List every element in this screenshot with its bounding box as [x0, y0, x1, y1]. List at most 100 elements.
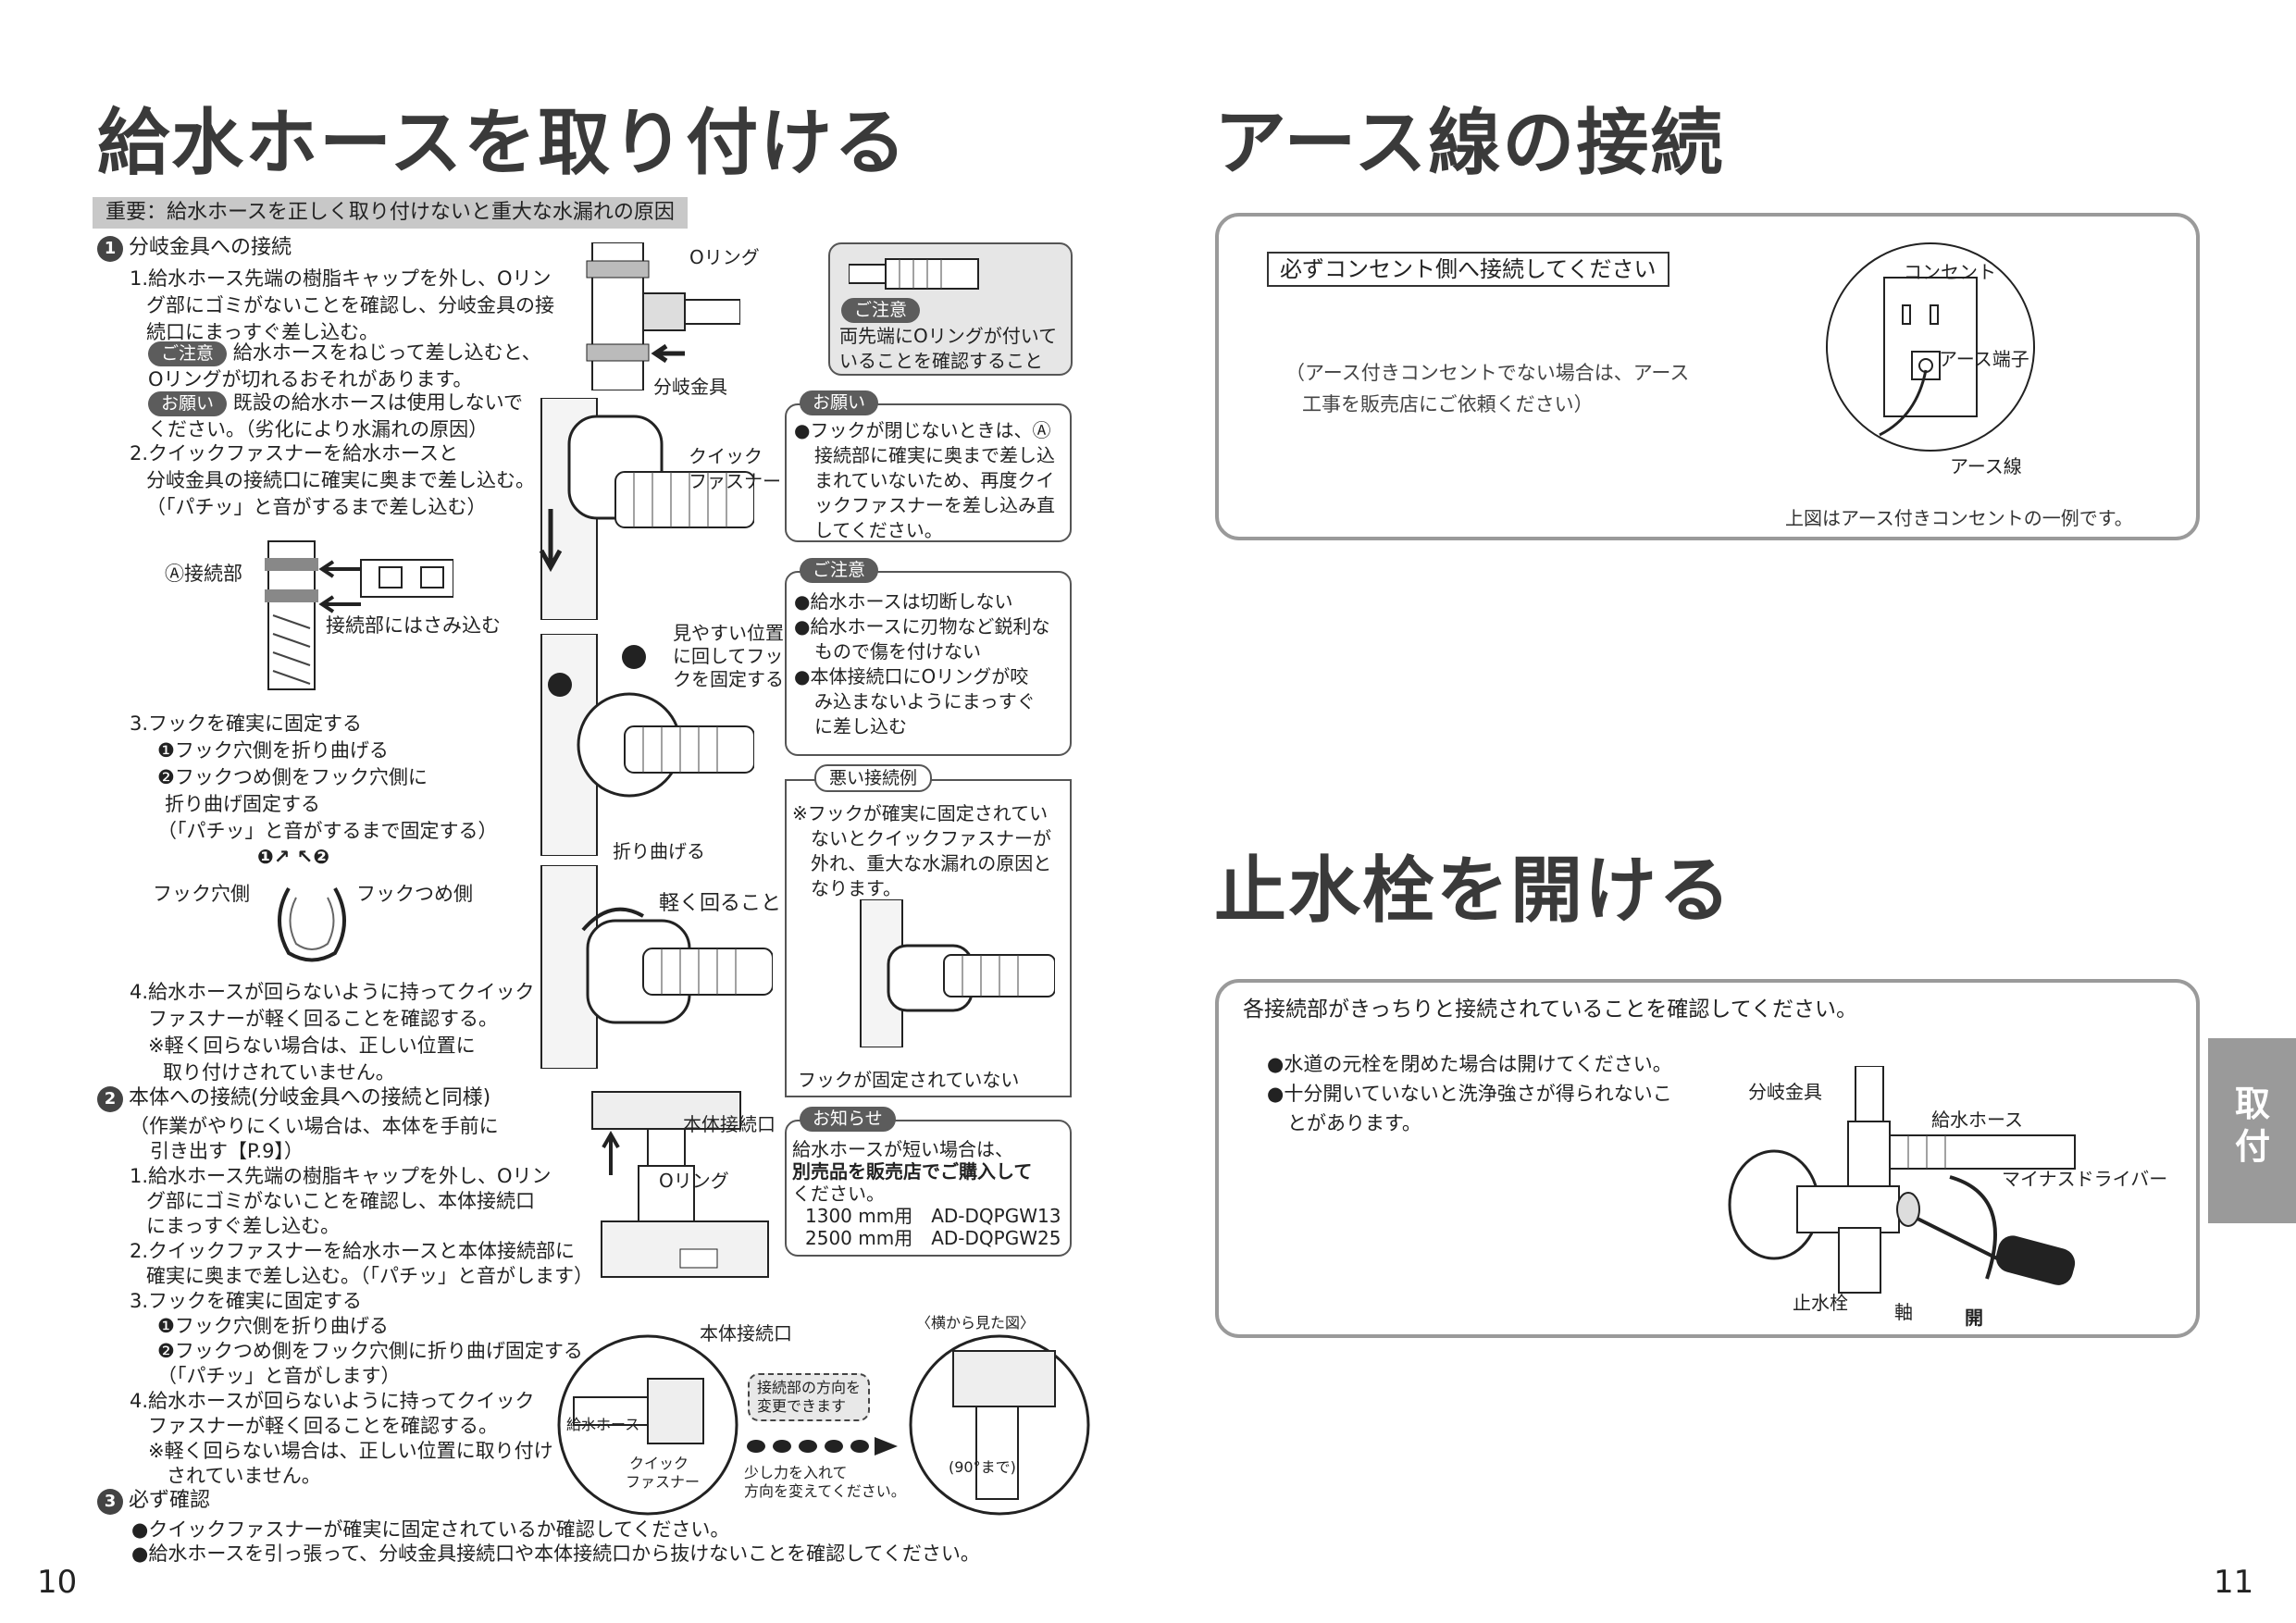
section-heading-text: 分岐金具への接続	[129, 236, 292, 259]
quick-fastener-figure	[539, 398, 754, 620]
caution-note: ご注意 給水ホースをねじって差し込むと、 Oリングが切れるおそれがあります。	[148, 340, 541, 393]
text-line: ●本体接続口にOリングが咬	[794, 665, 1029, 688]
side-tab-label: 取付	[2234, 1084, 2270, 1167]
hook-step-marks: ❶↗ ↖❷	[257, 846, 330, 868]
callout-text: ●フックが閉じないときは、Ⓐ 接続部に確実に奥まで差し込 まれていないため、再度…	[794, 418, 1055, 543]
text-line: み込まないようにまっすぐ	[814, 690, 1036, 712]
text-line: 方向を変えてください。	[744, 1482, 906, 1500]
info-box: お知らせ 給水ホースが短い場合は、 別売品を販売店でご購入して ください。 13…	[785, 1107, 1072, 1257]
text-line: 続口にまっすぐ差し込む。	[146, 321, 379, 343]
text-line: 給水ホースをねじって差し込むと、	[232, 341, 541, 364]
page-number-left: 10	[37, 1564, 78, 1601]
text-line: ※フックが確実に固定されてい	[792, 802, 1049, 824]
text-line: ※軽く回らない場合は、正しい位置に取り付け	[148, 1440, 553, 1462]
text-line: してください。	[814, 519, 943, 541]
text-line: 変更できます	[757, 1397, 847, 1415]
text-line: 両先端にOリングが付いて	[839, 325, 1058, 347]
section-2-heading: 2 本体への接続(分岐金具への接続と同様)	[97, 1084, 490, 1112]
text-line: 工事を販売店にご依頼ください）	[1302, 393, 1594, 415]
driver-label: マイナスドライバー	[2002, 1168, 2168, 1190]
caution-tag: ご注意	[148, 341, 228, 366]
section-heading-text: 本体への接続(分岐金具への接続と同様)	[129, 1086, 491, 1109]
text-line: （作業がやりにくい場合は、本体を手前に	[130, 1115, 499, 1137]
text-line: （「パチッ」と音がするまで固定する）	[157, 820, 498, 842]
section-heading-text: 必ず確認	[129, 1489, 211, 1512]
text-line: 分岐金具の接続口に確実に奥まで差し込む。	[146, 469, 535, 491]
text-line: クを固定する	[673, 668, 784, 690]
text-line: されていません。	[167, 1465, 321, 1487]
page-number-right: 11	[2214, 1564, 2254, 1601]
quick2-label: クイック	[629, 1455, 689, 1472]
text-line: に差し込む	[814, 715, 907, 737]
valve-figure	[1728, 1066, 2076, 1294]
step-number: 2	[97, 1086, 123, 1112]
terminal-label: アース端子	[1939, 348, 2029, 370]
text-line: 見やすい位置	[673, 622, 784, 644]
request-tag: お願い	[800, 390, 879, 415]
oring-label: Oリング	[689, 246, 760, 268]
wire-label: アース線	[1950, 455, 2022, 477]
fig-a-caption: 接続部にはさみ込む	[326, 614, 501, 637]
text-line: グ部にゴミがないことを確認し、分岐金具の接	[146, 294, 554, 316]
text-line: Oリングが切れるおそれがあります。	[148, 368, 473, 390]
text-line: ●十分開いていないと洗浄強さが得られないこ	[1267, 1083, 1672, 1105]
text-line: もので傷を付けない	[814, 640, 981, 663]
text-line: ●フックが閉じないときは、Ⓐ	[794, 419, 1051, 441]
text-line: 既設の給水ホースは使用しないで	[232, 391, 524, 414]
text-line: 2.クイックファスナーを給水ホースと	[130, 442, 458, 465]
text-line: 1.給水ホース先端の樹脂キャップを外し、Oリン	[130, 267, 552, 290]
earth-heading: 必ずコンセント側へ接続してください	[1267, 252, 1669, 287]
step-text: 3.フックを確実に固定する ❶フック穴側を折り曲げる ❷フックつめ側をフック穴側…	[130, 711, 498, 845]
text-line: ❶フック穴側を折り曲げる	[157, 1315, 389, 1337]
text-line: なります。	[811, 877, 901, 899]
side-request-box: お願い ●フックが閉じないときは、Ⓐ 接続部に確実に奥まで差し込 まれていないた…	[785, 390, 1072, 543]
caution-tag: ご注意	[841, 298, 921, 323]
view-position-label: 見やすい位置 に回してフッ クを固定する	[673, 622, 784, 691]
text-line: 取り付けされていません。	[163, 1061, 395, 1084]
hose-label: 給水ホース	[566, 1416, 640, 1433]
text-line: ファスナーが軽く回ることを確認する。	[148, 1415, 498, 1437]
hose-end-icon	[849, 258, 979, 290]
outlet-caption: 上図はアース付きコンセントの一例です。	[1785, 507, 2133, 529]
text-line: とがあります。	[1287, 1112, 1421, 1134]
text-line: 3.フックを確実に固定する	[130, 1290, 363, 1312]
text-line: 4.給水ホースが回らないように持ってクイック	[130, 1390, 535, 1412]
oring-callout: ご注意 両先端にOリングが付いて いることを確認すること	[828, 242, 1073, 376]
branch-label: 分岐金具	[1748, 1081, 1822, 1103]
text-line: 折り曲げ固定する	[165, 793, 320, 815]
bad-example-box: 悪い接続例 ※フックが確実に固定されてい ないとクイックファスナーが 外れ、重大…	[785, 764, 1072, 1097]
body-unit-figure	[601, 1220, 769, 1278]
page-title-hose: 給水ホースを取り付ける	[97, 102, 909, 185]
side-caution-box: ご注意 ●給水ホースは切断しない ●給水ホースに刃物など鋭利な もので傷を付けな…	[785, 558, 1072, 756]
valve-heading: 各接続部がきっちりと接続されていることを確認してください。	[1243, 997, 1858, 1022]
angle-label: (90°まで)	[949, 1458, 1016, 1476]
earth-box: 必ずコンセント側へ接続してください （アース付きコンセントでない場合は、アース …	[1215, 213, 2200, 540]
rotate-label: 軽く回ること	[659, 892, 782, 915]
text-line: 1.給水ホース先端の樹脂キャップを外し、Oリン	[130, 1165, 552, 1187]
page-title-earth: アース線の接続	[1214, 102, 1725, 185]
text-line: に回してフッ	[673, 645, 784, 667]
shaft-label: 軸	[1894, 1301, 1913, 1323]
side-tab	[2208, 1038, 2296, 1223]
outlet-label: コンセント	[1904, 261, 1996, 283]
text-line: 接続部に確実に奥まで差し込	[814, 444, 1055, 466]
text-line: 外れ、重大な水漏れの原因と	[811, 852, 1052, 874]
text-line: 4.給水ホースが回らないように持ってクイック	[130, 981, 535, 1003]
oring2-label: Oリング	[659, 1170, 729, 1192]
callout-text: ※フックが確実に固定されてい ないとクイックファスナーが 外れ、重大な水漏れの原…	[792, 801, 1051, 901]
branch-fitting-figure	[586, 242, 740, 390]
text-line: （「パチッ」と音がするまで差し込む）	[146, 496, 487, 518]
text-line: ックファスナーを差し込み直	[814, 494, 1055, 516]
text-line: 2500 mm用 AD-DQPGW25	[805, 1227, 1061, 1249]
text-line: グ部にゴミがないことを確認し、本体接続口	[146, 1190, 535, 1212]
zoom-circle-front	[557, 1334, 738, 1516]
text-line: ●水道の元栓を閉めた場合は開けてください。	[1267, 1053, 1672, 1075]
callout-text: 給水ホースが短い場合は、 別売品を販売店でご購入して ください。 1300 mm…	[792, 1138, 1061, 1249]
outlet-figure	[1826, 242, 2035, 452]
step-text: 4.給水ホースが回らないように持ってクイック ファスナーが軽く回ることを確認する…	[130, 979, 535, 1086]
page-title-valve: 止水栓を開ける	[1214, 849, 1733, 933]
check-bullet: ●給水ホースを引っ張って、分岐金具接続口や本体接続口から抜けないことを確認してく…	[131, 1542, 980, 1565]
check-bullet: ●クイックファスナーが確実に固定されているか確認してください。	[131, 1518, 730, 1541]
